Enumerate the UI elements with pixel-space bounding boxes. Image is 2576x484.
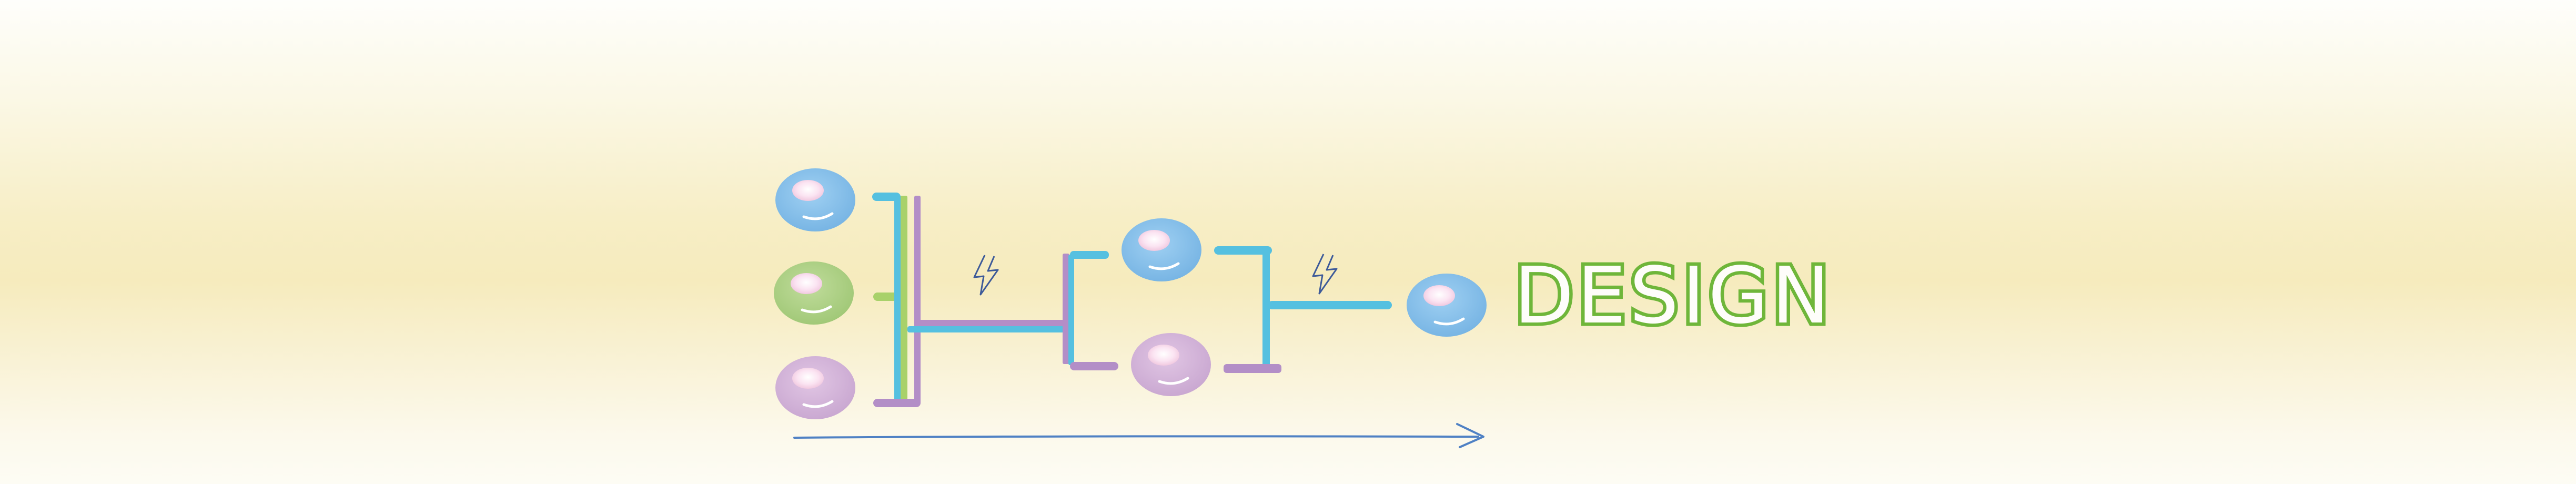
bracket-1-blue-bar xyxy=(894,196,901,402)
node-input-3 xyxy=(775,356,855,419)
bracket-1-purple-arm xyxy=(873,399,921,407)
bracket-2-blue-bar xyxy=(1068,255,1074,365)
bracket-group-1 xyxy=(872,193,921,407)
node-sheen xyxy=(1158,377,1189,385)
design-word: DESIGN xyxy=(1514,250,1833,341)
node-highlight xyxy=(792,368,824,389)
node-sheen xyxy=(1148,262,1180,270)
node-intermediate-1 xyxy=(1122,218,1201,281)
node-highlight xyxy=(791,273,822,294)
bracket-1-purple-bar xyxy=(914,196,921,404)
timeline-arrow xyxy=(793,423,1484,448)
node-intermediate-2 xyxy=(1131,333,1211,396)
connector-1 xyxy=(907,320,1068,332)
node-body xyxy=(1122,218,1201,281)
bracket-3-blue-bar xyxy=(1262,247,1270,367)
bracket-2-purple-bar xyxy=(1063,254,1069,364)
node-body xyxy=(775,168,855,231)
node-input-2 xyxy=(774,261,854,325)
connector-1-blue-line xyxy=(907,326,1068,332)
node-sheen xyxy=(1433,317,1465,326)
bracket-group-3 xyxy=(1214,246,1392,373)
node-highlight xyxy=(792,180,824,201)
connector-2-blue-line xyxy=(1268,301,1392,309)
bracket-2-blue-arm xyxy=(1070,251,1109,259)
bracket-3-purple-arm xyxy=(1224,364,1281,373)
node-input-1 xyxy=(775,168,855,231)
node-sheen xyxy=(802,212,834,220)
bracket-3-blue-arm xyxy=(1214,246,1272,255)
node-highlight xyxy=(1423,285,1455,306)
node-body xyxy=(775,356,855,419)
node-highlight xyxy=(1148,345,1179,366)
bracket-2-purple-arm xyxy=(1070,362,1118,370)
lightning-icon xyxy=(973,255,999,296)
bracket-group-2 xyxy=(1063,251,1118,370)
bracket-1-blue-arm xyxy=(872,193,901,201)
node-body xyxy=(1407,274,1487,337)
node-sheen xyxy=(802,400,834,408)
node-output xyxy=(1407,274,1487,337)
node-layer xyxy=(774,168,1487,419)
node-sheen xyxy=(801,305,832,314)
node-highlight xyxy=(1138,230,1170,251)
lightning-icon xyxy=(1312,254,1338,295)
node-body xyxy=(774,261,854,325)
connector-1-purple-line xyxy=(915,320,1068,327)
node-body xyxy=(1131,333,1211,396)
